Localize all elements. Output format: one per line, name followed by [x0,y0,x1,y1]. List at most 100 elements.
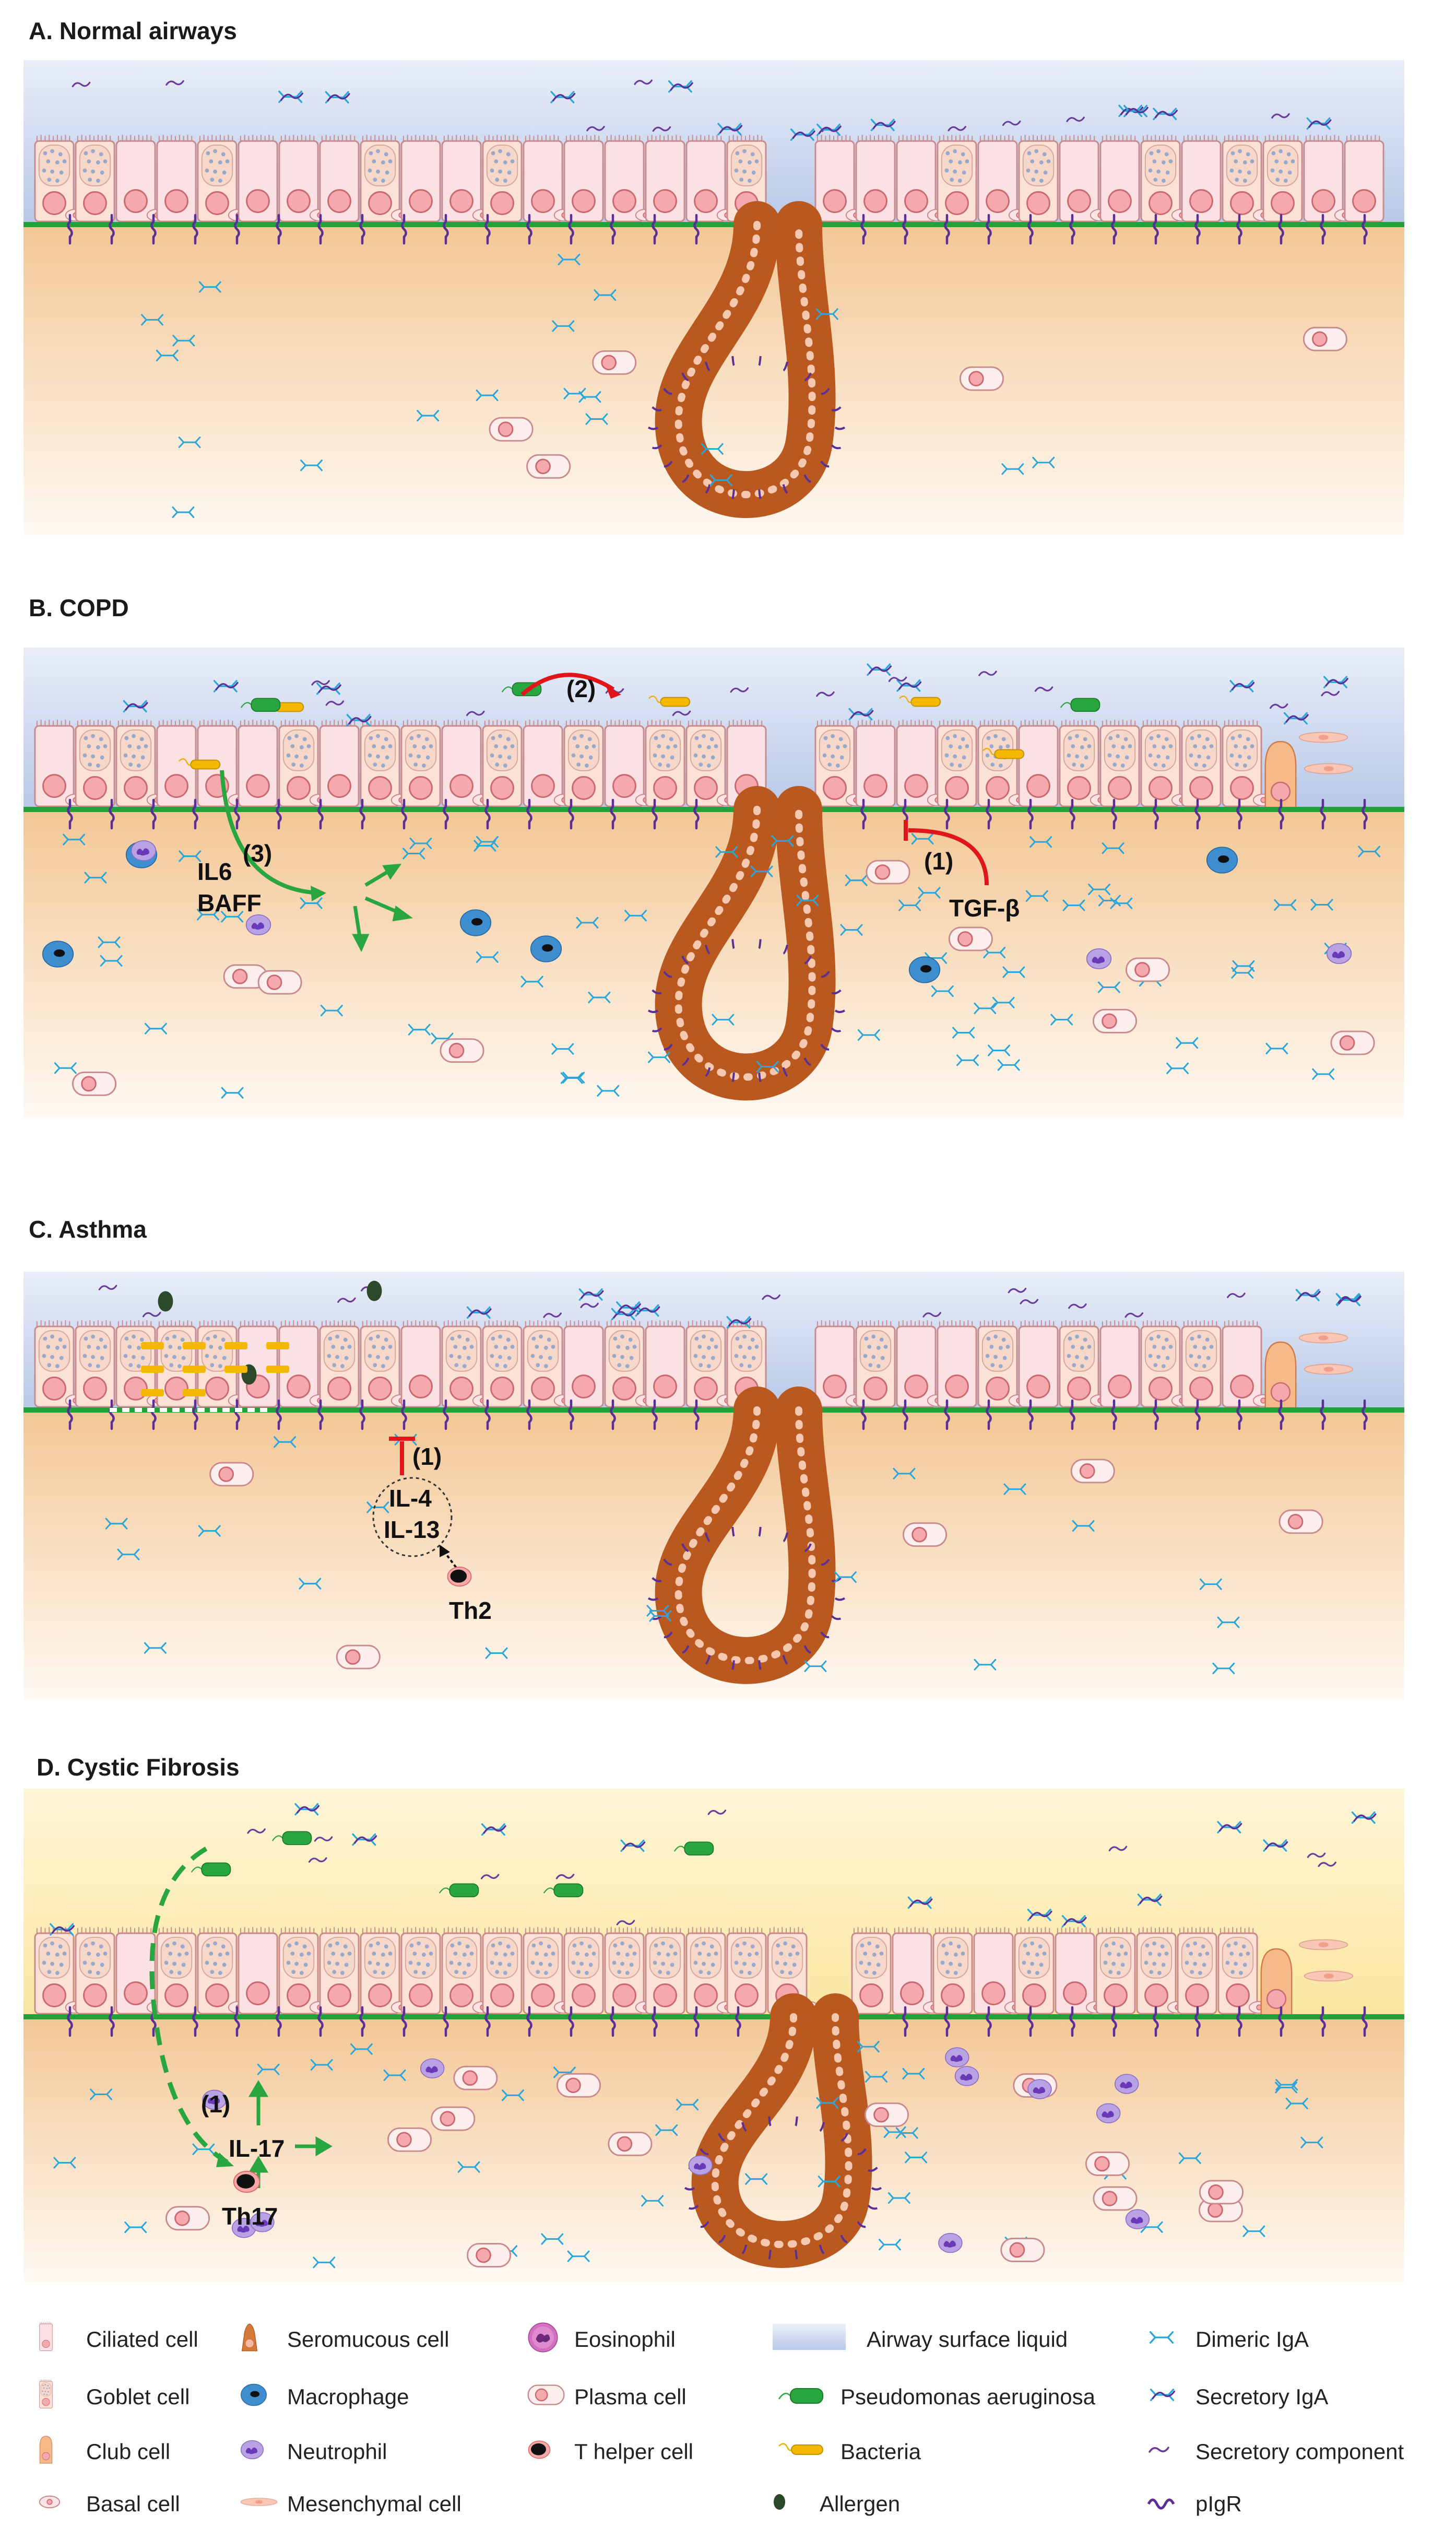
legend-label: Secretory IgA [1195,2384,1328,2409]
macrophage [1206,847,1238,874]
goblet-cell [1136,1926,1177,2015]
goblet-cell [1059,1319,1099,1408]
goblet-cell [685,1319,726,1408]
ciliated-cell [892,1926,932,2015]
gland-pigr [664,1631,673,1639]
gland-pigr [857,2221,866,2228]
legend-item: Allergen [773,2491,900,2516]
ciliated-cell [1018,1319,1059,1408]
ciliated-cell [937,1319,977,1408]
goblet-cell [1018,134,1059,222]
gland-pigr [647,426,659,430]
gland-pigr [664,1043,673,1051]
gland-pigr [804,1543,812,1552]
secretory-component-icon [1149,2447,1169,2453]
goblet-cell [400,719,441,807]
allergen [366,1280,382,1301]
legend-item: Plasma cell [527,2384,686,2409]
iga-field [98,1280,1362,1674]
gland-pigr [700,2148,709,2155]
goblet-cell [814,719,855,807]
epithelium [34,134,1384,222]
neutrophil [1326,943,1352,965]
gland-pigr [718,2133,725,2142]
mesenchymal-cell [1304,763,1354,774]
macrophage [459,909,492,936]
bacteria [183,1389,206,1396]
epithelium [34,1926,1354,2018]
ciliated-cell [855,134,896,222]
ciliated-cell [238,1319,278,1408]
ciliated-cell [400,1319,441,1408]
legend-label: Basal cell [86,2491,180,2516]
gland-pigr [871,2187,882,2191]
ciliated-cell [1059,134,1099,222]
gland-pigr [820,1631,830,1639]
ciliated-cell [278,134,319,222]
gland-pigr [652,989,662,995]
goblet-cell [34,134,75,222]
gland-pigr [758,1660,762,1670]
plasma-cell [1303,326,1347,351]
basal-cell-icon [39,2495,61,2509]
ciliated-cell [973,1926,1014,2015]
goblet-cell [1140,719,1181,807]
gland-pigr [731,1072,735,1083]
gland-pigr [705,1067,711,1077]
ciliated-cell [896,719,937,807]
gland-pigr [758,1526,762,1537]
goblet-cell [977,1319,1018,1408]
neutrophil [688,2155,713,2176]
asthma-step-1: (1) [412,1443,442,1470]
goblet-cell [645,1926,685,2015]
gland-pigr [731,1660,735,1670]
goblet-cell [34,1319,75,1408]
goblet-cell [1014,1926,1055,2015]
legend-label: Bacteria [841,2439,921,2464]
gland-pigr [768,2116,772,2126]
asthma-th2-arrow-head [440,1545,450,1557]
neutrophil [1096,2103,1121,2123]
gland-pigr [867,2204,878,2210]
ciliated-cell [814,134,855,222]
plasma-cell [1000,2238,1045,2262]
gland-pigr [741,2244,748,2254]
neutrophil [1086,948,1112,970]
plasma-cell [1199,2180,1244,2205]
gland-pigr [803,1057,811,1066]
allergen [158,1291,173,1312]
legend-item: Secretory component [1149,2439,1404,2464]
plasma-cell [1092,1008,1138,1033]
bacteria [183,1366,206,1373]
legend-item: Macrophage [241,2383,409,2409]
gland-pigr [663,1558,672,1566]
ciliated-cell [319,134,360,222]
bacteria [266,1366,289,1373]
bacteria-icon [778,2442,824,2455]
goblet-cell [1059,719,1099,807]
gland-pigr [831,1027,842,1032]
gland-pigr [783,361,789,372]
goblet-cell [1095,1926,1136,2015]
gland-pigr [783,1532,789,1543]
goblet-cell-icon [39,2379,53,2408]
goblet-cell [685,719,726,807]
panel-c [23,1272,1404,1700]
gland-pigr [782,484,788,494]
ciliated-cell [1303,134,1344,222]
goblet-cell [197,134,238,222]
plasma-cell [948,926,993,951]
goblet-cell [563,719,604,807]
goblet-cell [523,1926,563,2015]
goblet-cell [1262,134,1303,222]
plasma-cell [592,350,637,375]
cf-il17-label: IL-17 [229,2135,285,2162]
neutrophil [945,2047,969,2067]
goblet-cell [1140,1319,1181,1408]
ciliated-cell [604,719,645,807]
ciliated-cell [523,134,563,222]
macrophage-icon [241,2383,267,2406]
gland-pigr [841,2133,848,2142]
legend-label: Dimeric IgA [1195,2327,1309,2352]
